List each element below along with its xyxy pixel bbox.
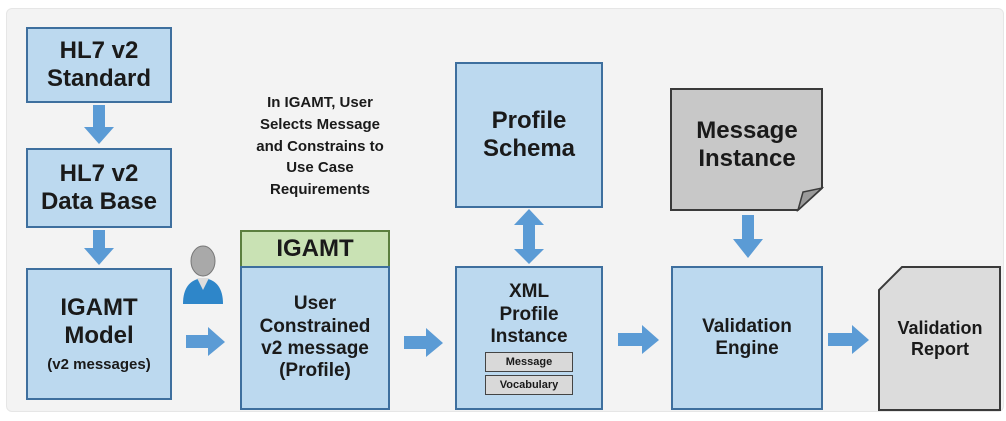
validation-report-doc (878, 266, 1002, 412)
hl7-standard-line1: HL7 v2 (59, 36, 139, 64)
hl7-database-box: HL7 v2 Data Base (26, 148, 172, 228)
profile-schema-box: Profile Schema (455, 62, 603, 208)
igamt-model-line2: Model (64, 322, 134, 350)
user-constrained-line1: User (293, 293, 337, 315)
note-line5: Requirements (269, 181, 371, 198)
message-instance-line1: Message (696, 116, 798, 144)
arrow-bidirectional (513, 209, 545, 265)
hl7-standard-box: HL7 v2 Standard (26, 27, 172, 103)
xml-profile-line2: Profile (499, 303, 559, 325)
message-instance-line2: Instance (698, 145, 796, 172)
xml-profile-line1: XML (508, 281, 550, 303)
validation-report-line2: Report (911, 339, 969, 359)
xml-profile-line3: Instance (490, 326, 568, 348)
validation-engine-box: Validation Engine (671, 266, 823, 410)
user-constrained-line3: v2 message (261, 338, 369, 359)
arrow-right-1 (186, 327, 226, 357)
arrow-right-4 (828, 325, 870, 355)
igamt-note: In IGAMT, User Selects Message and Const… (240, 92, 400, 201)
arrow-down-1 (83, 105, 115, 145)
note-line3: and Constrains to (256, 137, 384, 155)
note-line4: Use Case (286, 159, 354, 177)
validation-report-label: Validation Report (878, 266, 1002, 412)
igamt-model-line1: IGAMT (60, 293, 138, 321)
profile-schema-line1: Profile (491, 106, 567, 134)
validation-engine-line1: Validation (702, 315, 792, 337)
note-line1: In IGAMT, User (267, 94, 373, 111)
validation-report-line1: Validation (897, 317, 983, 338)
user-icon (180, 244, 226, 306)
tag-vocabulary: Vocabulary (485, 374, 573, 395)
arrow-down-2 (83, 230, 115, 266)
hl7-standard-line2: Standard (46, 65, 151, 92)
tag-message: Message (485, 351, 573, 372)
message-instance-label: Message Instance (672, 90, 822, 200)
user-constrained-line4: (Profile) (279, 360, 351, 382)
user-constrained-line2: Constrained (259, 315, 371, 337)
hl7-database-line2: Data Base (40, 188, 158, 215)
igamt-model-box: IGAMT Model (v2 messages) (26, 268, 172, 400)
message-instance-doc (670, 88, 824, 212)
arrow-down-3 (732, 215, 764, 259)
xml-profile-box: XML Profile Instance Message Vocabulary (455, 266, 603, 410)
validation-engine-line2: Engine (715, 338, 779, 359)
hl7-database-line1: HL7 v2 (59, 159, 139, 187)
igamt-model-line3: (v2 messages) (47, 356, 151, 374)
user-constrained-box: User Constrained v2 message (Profile) (240, 266, 390, 410)
igamt-header: IGAMT (240, 230, 390, 266)
note-line2: Selects Message (259, 115, 381, 133)
profile-schema-line2: Schema (482, 135, 576, 162)
arrow-right-3 (618, 325, 660, 355)
arrow-right-2 (404, 328, 444, 358)
